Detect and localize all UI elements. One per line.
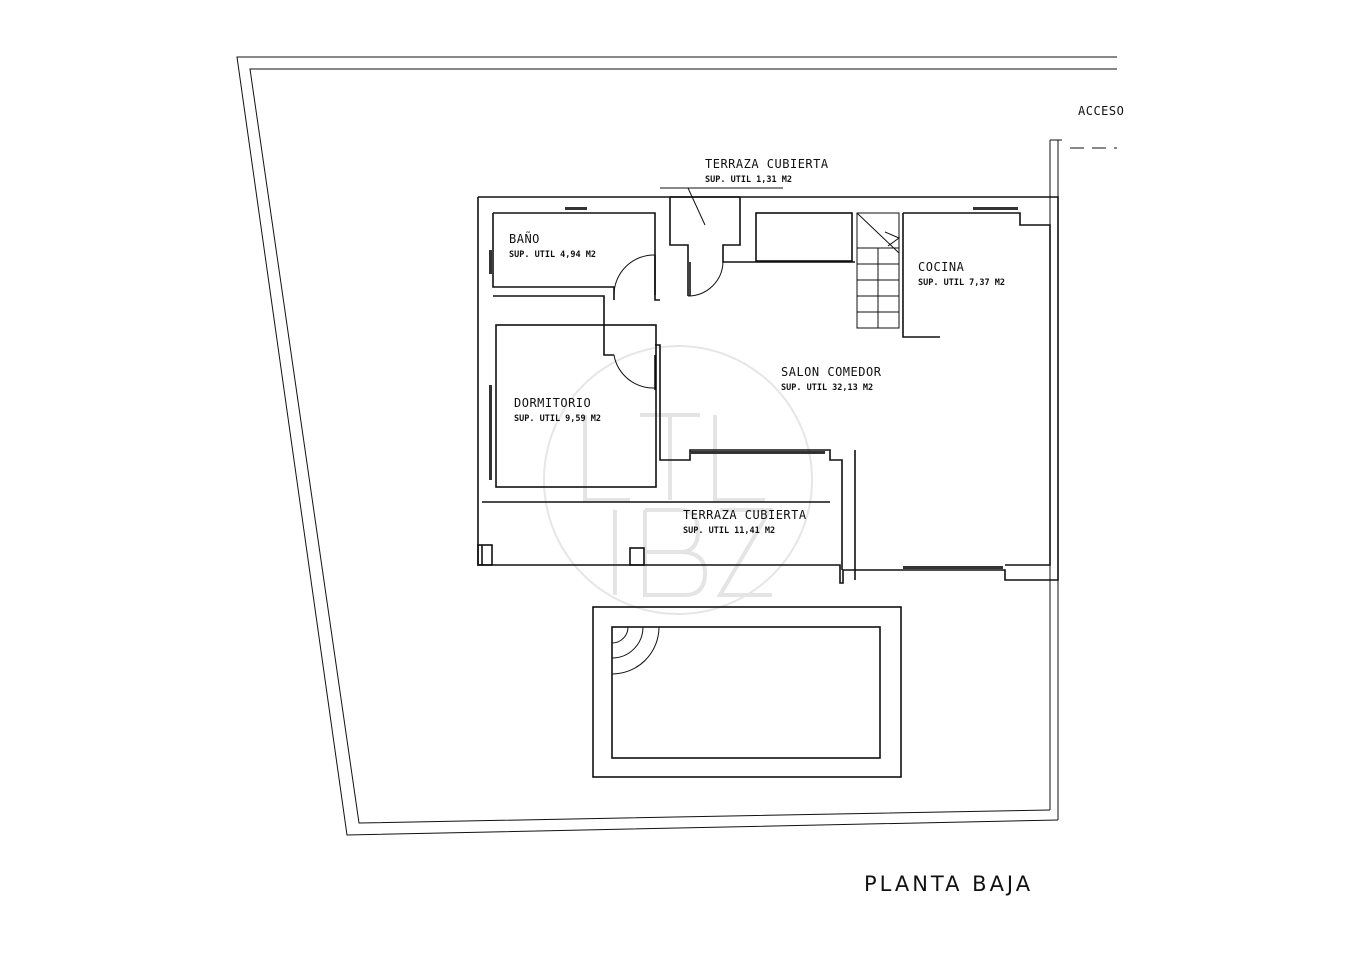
- room-name-salon-comedor: SALON COMEDOR: [781, 365, 882, 379]
- house-walls: [477, 187, 1059, 584]
- room-name-dormitorio: DORMITORIO: [514, 396, 591, 410]
- room-name-terraza-cubierta: TERRAZA CUBIERTA: [683, 508, 807, 522]
- room-area-terraza-entrada: SUP. UTIL 1,31 M2: [705, 175, 792, 185]
- room-area-dormitorio: SUP. UTIL 9,59 M2: [514, 414, 601, 424]
- room-name-terraza-entrada: TERRAZA CUBIERTA: [705, 157, 829, 171]
- staircase: [856, 212, 901, 329]
- access-label: ACCESO: [1078, 104, 1124, 118]
- room-name-bano: BAÑO: [509, 231, 540, 246]
- doors: [613, 254, 724, 390]
- room-area-terraza-cubierta: SUP. UTIL 11,41 M2: [683, 526, 775, 536]
- room-area-salon-comedor: SUP. UTIL 32,13 M2: [781, 383, 873, 393]
- windows: [489, 207, 1018, 569]
- room-area-bano: SUP. UTIL 4,94 M2: [509, 250, 596, 260]
- watermark-logo: [543, 345, 813, 615]
- swimming-pool: [592, 606, 902, 778]
- room-area-cocina: SUP. UTIL 7,37 M2: [918, 278, 1005, 288]
- plan-title: PLANTA BAJA: [864, 872, 1033, 896]
- room-name-cocina: COCINA: [918, 260, 965, 274]
- plot-boundary: [236, 56, 1117, 836]
